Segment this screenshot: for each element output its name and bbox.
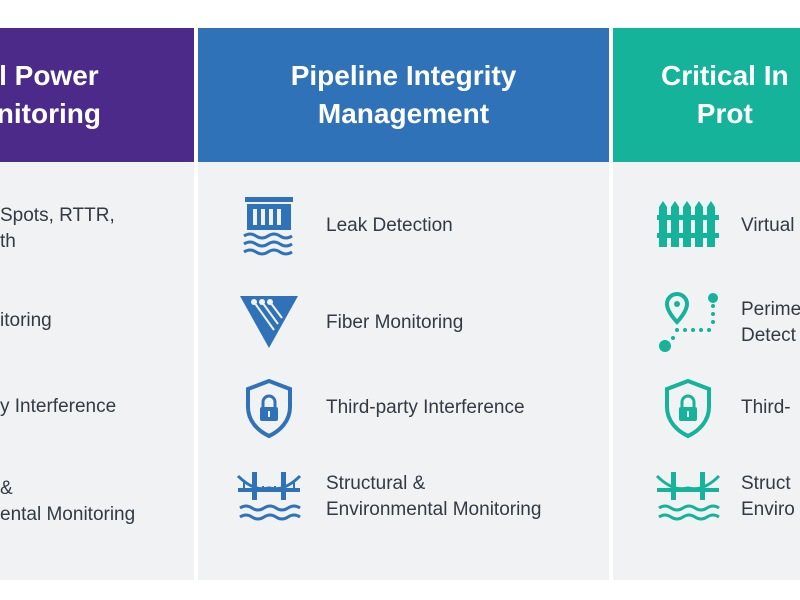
item-label: Third-party Interference bbox=[326, 397, 525, 418]
item-label: & ental Monitoring bbox=[0, 478, 136, 525]
shield-lock-icon bbox=[236, 375, 302, 441]
list-item: Leak Detection bbox=[236, 193, 453, 259]
item-label: Perime Detect bbox=[741, 299, 800, 346]
shield-lock-icon bbox=[655, 375, 721, 441]
location-path-icon bbox=[655, 290, 721, 356]
list-item: itoring bbox=[0, 308, 52, 334]
list-item: & ental Monitoring bbox=[0, 476, 135, 528]
item-label: y Interference bbox=[0, 396, 117, 417]
column-header: Pipeline Integrity Management bbox=[198, 28, 609, 162]
bridge-icon bbox=[655, 464, 721, 530]
list-item: Third- bbox=[655, 375, 791, 441]
column-header: l Power nitoring bbox=[0, 28, 194, 162]
list-item: Perime Detect bbox=[655, 290, 800, 356]
item-label: Structural & Environmental Monitoring bbox=[326, 473, 542, 520]
dam-icon bbox=[236, 193, 302, 259]
item-label: Virtual bbox=[741, 215, 795, 236]
list-item: Virtual bbox=[655, 193, 795, 259]
column-power-monitoring: l Power nitoring Spots, RTTR, th itoring… bbox=[0, 28, 194, 580]
fiber-icon bbox=[236, 290, 302, 356]
list-item: Fiber Monitoring bbox=[236, 290, 463, 356]
item-label: Leak Detection bbox=[326, 215, 453, 236]
item-label: Fiber Monitoring bbox=[326, 312, 464, 333]
column-header: Critical In Prot bbox=[613, 28, 800, 162]
list-item: Structural & Environmental Monitoring bbox=[236, 464, 541, 530]
fence-icon bbox=[655, 193, 721, 259]
item-label: Struct Enviro bbox=[741, 473, 795, 520]
list-item: y Interference bbox=[0, 394, 116, 420]
item-label: Third- bbox=[741, 397, 791, 418]
list-item: Third-party Interference bbox=[236, 375, 525, 441]
item-label: itoring bbox=[0, 310, 52, 331]
bridge-icon bbox=[236, 464, 302, 530]
list-item: Struct Enviro bbox=[655, 464, 795, 530]
column-pipeline-integrity: Pipeline Integrity Management Leak Detec… bbox=[198, 28, 609, 580]
item-label: Spots, RTTR, th bbox=[0, 205, 115, 252]
column-critical-infrastructure: Critical In Prot Virtual bbox=[613, 28, 800, 580]
list-item: Spots, RTTR, th bbox=[0, 203, 115, 255]
